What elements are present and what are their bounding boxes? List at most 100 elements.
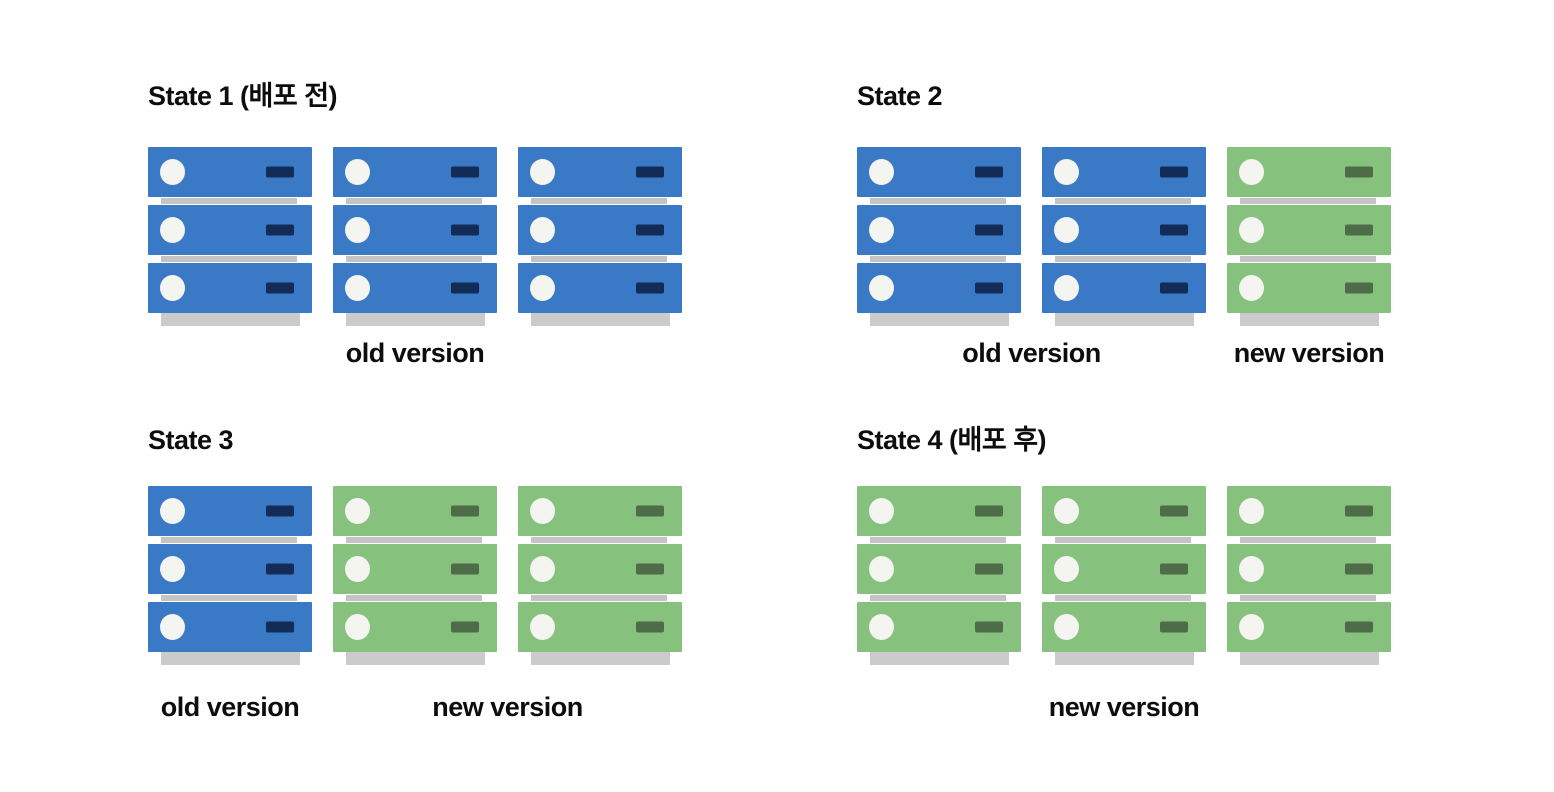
- led-icon: [1239, 217, 1264, 243]
- server-old-icon: [148, 486, 312, 536]
- led-icon: [1239, 556, 1264, 582]
- server-new-icon: [518, 544, 682, 594]
- server-new-icon: [1227, 205, 1391, 255]
- server-new-icon: [857, 544, 1021, 594]
- stack-shadow: [870, 313, 1009, 326]
- stack-shadow: [1055, 313, 1194, 326]
- version-label: old version: [345, 338, 485, 368]
- slot-icon: [636, 166, 664, 178]
- tray-divider: [531, 537, 667, 543]
- tray-divider: [1240, 198, 1376, 204]
- server-stack-new: [1042, 486, 1206, 665]
- server-old-icon: [148, 147, 312, 197]
- server-old-icon: [148, 544, 312, 594]
- led-icon: [1239, 159, 1264, 185]
- version-label: new version: [432, 692, 583, 722]
- led-icon: [345, 159, 370, 185]
- server-old-icon: [333, 147, 497, 197]
- stack-shadow: [870, 652, 1009, 665]
- server-old-icon: [857, 147, 1021, 197]
- slot-icon: [975, 224, 1003, 236]
- led-icon: [530, 556, 555, 582]
- led-icon: [869, 275, 894, 301]
- slot-icon: [636, 505, 664, 517]
- server-stack-new: [1227, 486, 1391, 665]
- led-icon: [869, 614, 894, 640]
- led-icon: [345, 498, 370, 524]
- labels-row: old version: [148, 336, 682, 372]
- server-old-icon: [518, 205, 682, 255]
- led-icon: [1054, 498, 1079, 524]
- slot-icon: [1345, 563, 1373, 575]
- led-icon: [160, 556, 185, 582]
- led-icon: [1054, 556, 1079, 582]
- tray-divider: [531, 595, 667, 601]
- labels-row: new version: [857, 690, 1391, 726]
- slot-icon: [636, 224, 664, 236]
- server-old-icon: [857, 205, 1021, 255]
- slot-icon: [1345, 621, 1373, 633]
- led-icon: [1239, 498, 1264, 524]
- tray-divider: [1240, 256, 1376, 262]
- led-icon: [160, 498, 185, 524]
- led-icon: [530, 217, 555, 243]
- stacks-row: [148, 486, 682, 665]
- slot-icon: [1345, 505, 1373, 517]
- server-old-icon: [1042, 263, 1206, 313]
- tray-divider: [161, 256, 297, 262]
- stack-shadow: [346, 652, 485, 665]
- stack-shadow: [161, 652, 300, 665]
- slot-icon: [1160, 166, 1188, 178]
- slot-icon: [636, 282, 664, 294]
- tray-divider: [346, 198, 482, 204]
- led-icon: [160, 614, 185, 640]
- led-icon: [1054, 614, 1079, 640]
- server-stack-new: [1227, 147, 1391, 326]
- server-stack-old: [857, 147, 1021, 326]
- version-label: old version: [160, 692, 300, 722]
- slot-icon: [1160, 282, 1188, 294]
- led-icon: [530, 159, 555, 185]
- led-icon: [530, 275, 555, 301]
- tray-divider: [161, 537, 297, 543]
- state-3-title: State 3: [148, 425, 234, 455]
- server-new-icon: [518, 486, 682, 536]
- slot-icon: [636, 621, 664, 633]
- led-icon: [869, 556, 894, 582]
- slot-icon: [451, 282, 479, 294]
- slot-icon: [266, 621, 294, 633]
- state-2-title: State 2: [857, 81, 943, 111]
- led-icon: [345, 614, 370, 640]
- version-label: old version: [962, 338, 1101, 368]
- slot-icon: [975, 166, 1003, 178]
- tray-divider: [346, 256, 482, 262]
- slot-icon: [266, 166, 294, 178]
- state-1-panel: State 1 (배포 전) old version: [148, 80, 682, 390]
- led-icon: [1054, 217, 1079, 243]
- version-label: new version: [1048, 692, 1200, 722]
- server-new-icon: [1042, 602, 1206, 652]
- server-stack-new: [333, 486, 497, 665]
- server-new-icon: [857, 486, 1021, 536]
- server-new-icon: [857, 602, 1021, 652]
- led-icon: [869, 217, 894, 243]
- stacks-row: [148, 147, 682, 326]
- server-new-icon: [1227, 147, 1391, 197]
- tray-divider: [531, 256, 667, 262]
- server-new-icon: [1227, 486, 1391, 536]
- server-stack-old: [518, 147, 682, 326]
- server-old-icon: [333, 263, 497, 313]
- slot-icon: [451, 505, 479, 517]
- slot-icon: [1345, 224, 1373, 236]
- stack-shadow: [1240, 313, 1379, 326]
- tray-divider: [1055, 537, 1191, 543]
- slot-icon: [975, 282, 1003, 294]
- led-icon: [345, 556, 370, 582]
- state-3-panel: State 3 old version new version: [148, 424, 682, 734]
- led-icon: [160, 275, 185, 301]
- server-stack-old: [333, 147, 497, 326]
- server-new-icon: [1042, 544, 1206, 594]
- slot-icon: [451, 166, 479, 178]
- led-icon: [869, 498, 894, 524]
